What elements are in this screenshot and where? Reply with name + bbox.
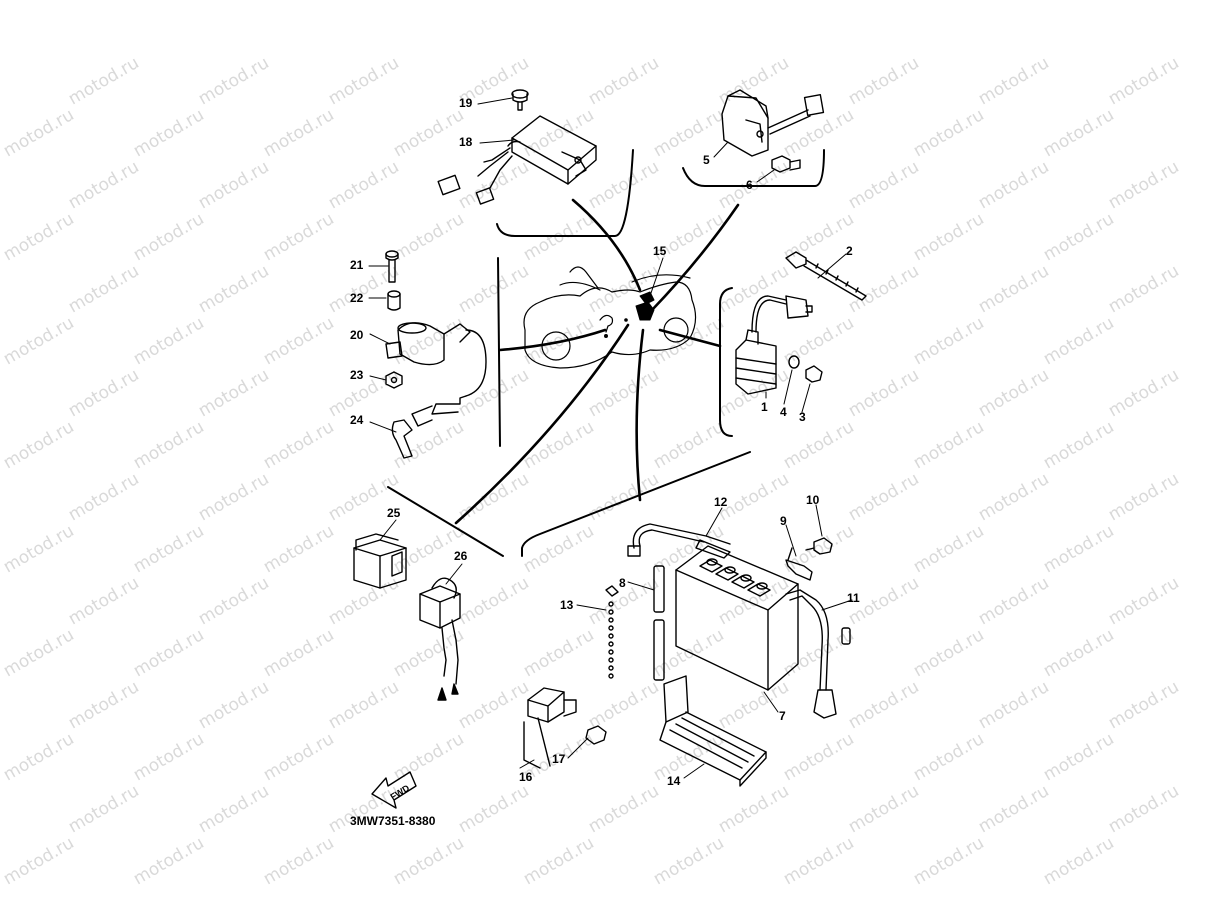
callout-18: 18 [459, 135, 473, 149]
battery-lead-11-icon [785, 589, 851, 719]
bolt-21-icon [385, 250, 399, 283]
rectifier-1-icon [735, 295, 813, 395]
callout-14: 14 [667, 774, 681, 788]
callout-4: 4 [780, 405, 787, 419]
callout-20: 20 [350, 328, 364, 342]
callout-2: 2 [846, 244, 853, 258]
bolt-10-icon [805, 537, 833, 555]
callout-9: 9 [780, 514, 787, 528]
diagram-code: 3MW7351-8380 [350, 814, 436, 828]
battery-7-icon [675, 545, 799, 691]
cable-tie-2-icon [785, 251, 867, 301]
fuse-holder-16-icon [527, 687, 577, 723]
callout-8: 8 [619, 576, 626, 590]
chain-13-icon [605, 585, 619, 679]
callout-24: 24 [350, 413, 364, 427]
callout-16: 16 [519, 770, 533, 784]
connection-lines [454, 198, 740, 525]
group-brackets [387, 149, 825, 557]
ignition-coil-20-icon [385, 322, 487, 397]
callout-5: 5 [703, 153, 710, 167]
callout-10: 10 [806, 493, 820, 507]
battery-clip-9-icon [785, 547, 813, 581]
callout-23: 23 [350, 368, 364, 382]
callout-17: 17 [552, 752, 566, 766]
callout-6: 6 [746, 178, 753, 192]
spark-plug-cap-24-icon [391, 395, 467, 459]
callout-21: 21 [350, 258, 364, 272]
relay-25-icon [353, 533, 407, 589]
fuse-holder-16-bracket [523, 717, 551, 769]
callout-1: 1 [761, 400, 768, 414]
bolt-3-icon [805, 365, 823, 383]
motorcycle-outline-icon [523, 266, 697, 369]
battery-tray-14-icon [659, 675, 767, 787]
washer-4-icon [788, 355, 800, 369]
bolt-19-icon [511, 89, 529, 111]
callout-25: 25 [387, 506, 401, 520]
fuse-17-icon [585, 725, 607, 745]
callout-15: 15 [653, 244, 667, 258]
fwd-arrow-icon [371, 771, 417, 809]
breather-pipe-8-icon [653, 565, 665, 681]
callout-3: 3 [799, 410, 806, 424]
collar-22-icon [387, 290, 401, 311]
leader-lines [368, 97, 853, 779]
fwd-label: FWD [388, 782, 411, 802]
callout-26: 26 [454, 549, 468, 563]
callout-19: 19 [459, 96, 473, 110]
relay-5-icon [721, 89, 825, 157]
callout-13: 13 [560, 598, 574, 612]
callout-11: 11 [847, 591, 860, 605]
flasher-relay-26-icon [419, 577, 461, 701]
fuse-15-box-icon [635, 301, 655, 321]
callout-12: 12 [714, 495, 728, 509]
battery-lead-12-icon [627, 523, 731, 559]
cdi-unit-18-icon [437, 115, 597, 205]
callout-7: 7 [779, 709, 786, 723]
bolt-6-icon [771, 155, 801, 173]
nut-23-icon [385, 371, 403, 389]
callout-22: 22 [350, 291, 364, 305]
